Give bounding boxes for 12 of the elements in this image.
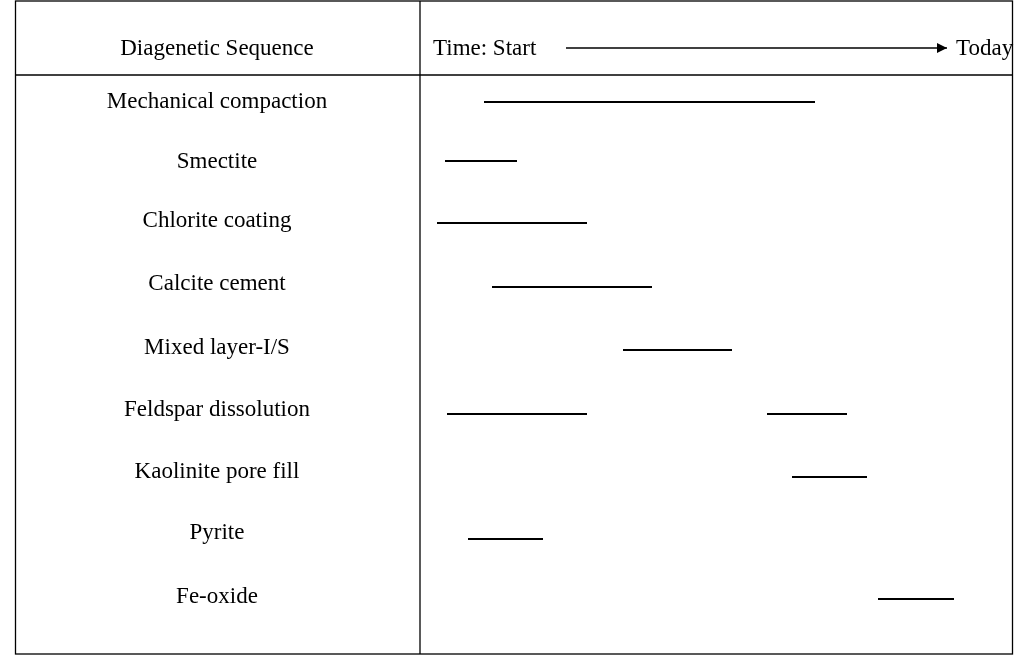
header-text: Diagenetic Sequence bbox=[119, 34, 315, 62]
table-cell-text: Kaolinite pore fill bbox=[133, 457, 301, 485]
header-text: Today bbox=[956, 34, 1014, 62]
table-cell-text: Calcite cement bbox=[147, 269, 287, 297]
table-cell-text: Fe-oxide bbox=[175, 582, 259, 610]
header-text: Time: Start bbox=[433, 34, 537, 62]
table-cell-text: Pyrite bbox=[188, 518, 246, 546]
table-cell-text: Mixed layer-I/S bbox=[143, 333, 291, 361]
table-cell-text: Chlorite coating bbox=[141, 206, 293, 234]
table-cell-text: Mechanical compaction bbox=[105, 87, 329, 115]
table-cell-text: Smectite bbox=[175, 147, 259, 175]
table-cell-text: Feldspar dissolution bbox=[123, 395, 311, 423]
